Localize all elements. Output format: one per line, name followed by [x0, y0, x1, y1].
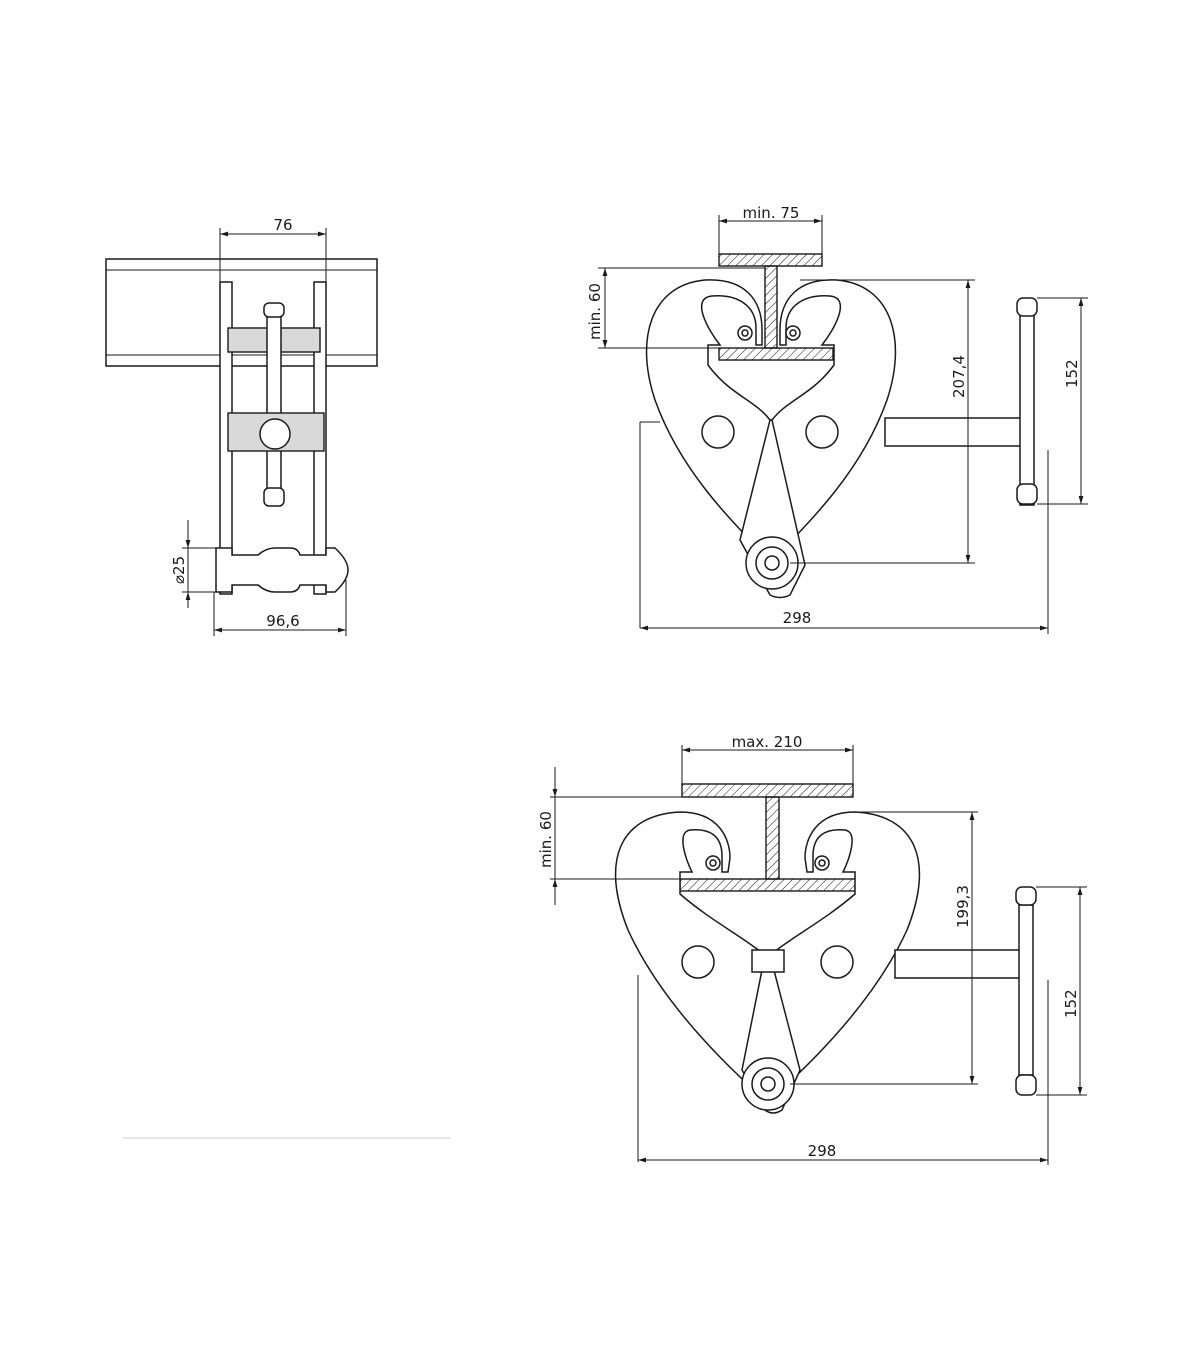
load-pin: [215, 547, 349, 593]
clamp-right-jaw: [771, 279, 897, 562]
bolt-hole-right: [820, 945, 854, 979]
bolt-hole-left: [681, 945, 715, 979]
beam-flange-bottom: [679, 878, 858, 892]
tommy-bar: [1019, 314, 1035, 506]
beam-web: [764, 265, 778, 349]
dimension-handle-length-max: 152: [1062, 989, 1080, 1018]
dimension-flange-thickness-min: min. 60: [586, 283, 604, 340]
front-view-max: max. 210 min. 60 199,3 152 298: [537, 733, 1087, 1165]
dimension-overall-width-max: 298: [808, 1142, 837, 1160]
dimension-flange-thickness-max-view: min. 60: [537, 811, 555, 868]
tommy-bar: [1018, 904, 1034, 1076]
side-view: 76 ⌀25 96,6: [105, 216, 378, 636]
dimension-flange-width-max: max. 210: [732, 733, 803, 751]
spindle-cap-top: [263, 302, 285, 318]
bolt-hole-right: [805, 415, 839, 449]
knob: [259, 418, 291, 450]
beam-flange-top: [681, 783, 854, 798]
dimension-flange-width-min: min. 75: [743, 204, 800, 222]
dimension-handle-length-min: 152: [1063, 359, 1081, 388]
spindle-cap-bottom: [263, 487, 285, 507]
front-view-min: min. 75 min. 60 207,4 152 298: [586, 204, 1088, 634]
dimension-overall-width-min: 298: [783, 609, 812, 627]
beam-flange-top: [718, 253, 823, 267]
dimension-width-bottom: 96,6: [266, 612, 299, 630]
dimension-pin-diameter: ⌀25: [170, 556, 188, 584]
beam-flange-bottom: [718, 347, 834, 361]
beam-web: [765, 796, 780, 880]
spindle-shaft: [884, 417, 1031, 447]
bolt-hole-left: [701, 415, 735, 449]
dimension-height-min: 207,4: [950, 355, 968, 398]
dimension-height-max: 199,3: [954, 885, 972, 928]
spindle-shaft: [894, 949, 1031, 979]
dimension-width-top: 76: [273, 216, 292, 234]
spindle: [266, 309, 282, 501]
